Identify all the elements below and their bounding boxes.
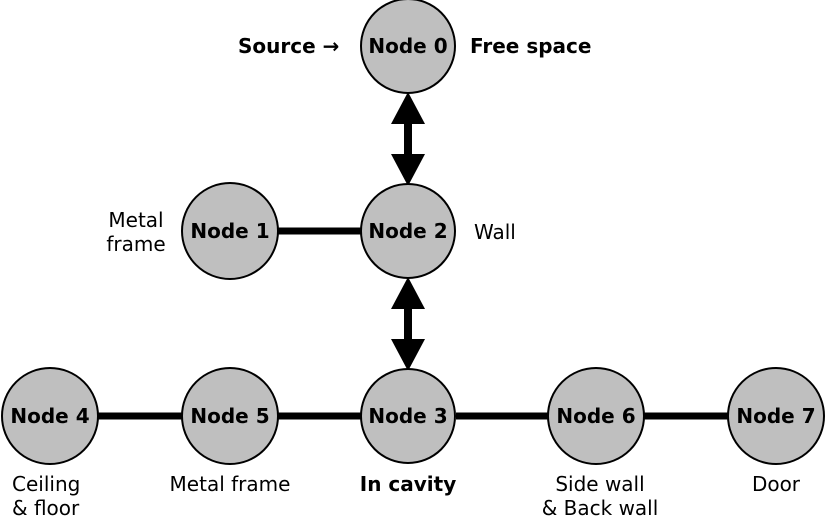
node-6: Node 6 — [547, 367, 645, 465]
node-3: Node 3 — [360, 368, 456, 464]
side-wall-line2: & Back wall — [541, 496, 659, 520]
node-1: Node 1 — [181, 182, 279, 280]
ceiling-floor-label: Ceiling & floor — [12, 472, 80, 520]
side-wall-line1: Side wall — [555, 472, 645, 496]
metal-frame-label-node1: Metal frame — [104, 208, 168, 256]
side-back-wall-label: Side wall & Back wall — [530, 472, 670, 520]
ceiling-floor-line1: Ceiling — [12, 472, 81, 496]
node-0: Node 0 — [360, 0, 456, 94]
node-2: Node 2 — [360, 183, 456, 279]
in-cavity-label: In cavity — [359, 472, 457, 496]
metal-frame-label-node5: Metal frame — [169, 472, 291, 496]
metal-frame-label-line2: frame — [106, 232, 166, 256]
node-5-label: Node 5 — [190, 404, 269, 428]
node-6-label: Node 6 — [556, 404, 635, 428]
source-arrow-icon: → — [322, 34, 340, 58]
node-7-label: Node 7 — [736, 404, 815, 428]
node-1-label: Node 1 — [190, 219, 269, 243]
source-label: Source → — [238, 34, 339, 58]
node-4: Node 4 — [1, 367, 99, 465]
wall-label: Wall — [474, 220, 516, 244]
node-3-label: Node 3 — [368, 404, 447, 428]
double-arrow-node0-node2 — [391, 92, 425, 186]
door-label: Door — [751, 472, 801, 496]
free-space-label: Free space — [470, 34, 592, 58]
source-text: Source — [238, 34, 316, 58]
node-4-label: Node 4 — [10, 404, 89, 428]
double-arrow-node2-node3 — [391, 277, 425, 371]
node-2-label: Node 2 — [368, 219, 447, 243]
metal-frame-label-line1: Metal — [108, 208, 164, 232]
node-7: Node 7 — [727, 367, 825, 465]
node-5: Node 5 — [181, 367, 279, 465]
ceiling-floor-line2: & floor — [12, 496, 80, 520]
node-0-label: Node 0 — [368, 34, 447, 58]
